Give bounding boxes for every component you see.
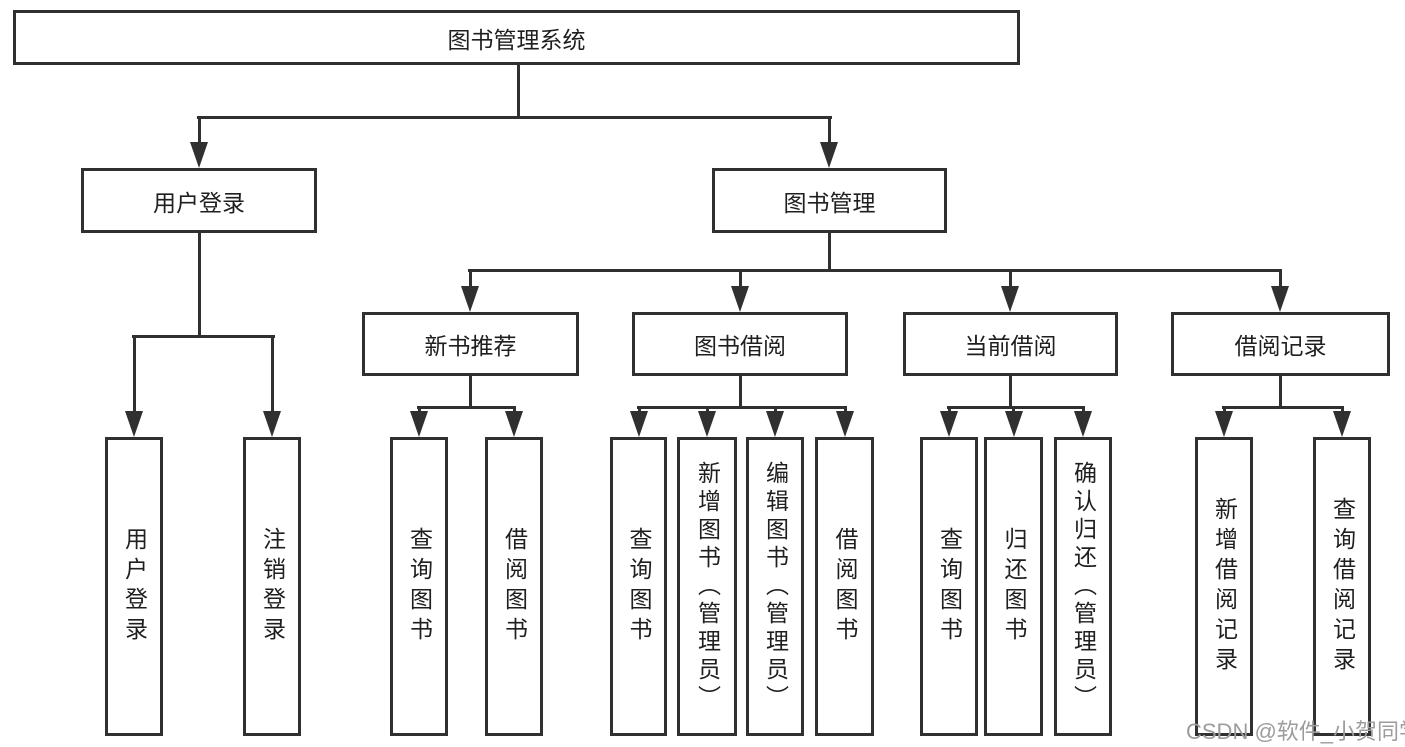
node-user-login-label: 用户登录 [153, 189, 245, 216]
leaf-confirm-return-admin-label: 确认归还（管理员） [1070, 460, 1097, 713]
arrow-head [410, 411, 428, 437]
connector-line [1082, 406, 1085, 415]
node-book-management-label: 图书管理 [783, 189, 876, 216]
connector-line [706, 406, 709, 415]
connector-line [1279, 269, 1282, 289]
arrow-head [1005, 411, 1023, 437]
arrow-head [263, 411, 281, 437]
connector-line [828, 233, 831, 272]
leaf-logout: 注销登录 [243, 437, 301, 736]
node-book-management: 图书管理 [712, 168, 947, 233]
node-book-borrow-label: 图书借阅 [694, 333, 786, 359]
leaf-logout-label: 注销登录 [259, 526, 286, 647]
connector-line [1222, 406, 1344, 409]
arrow-head [1271, 286, 1289, 312]
leaf-query-books-label: 查询图书 [936, 526, 963, 647]
connector-line [198, 116, 201, 146]
connector-line [739, 376, 742, 409]
node-user-login: 用户登录 [81, 168, 317, 233]
leaf-user-login-label: 用户登录 [121, 526, 148, 647]
node-current-borrow: 当前借阅 [903, 312, 1118, 376]
arrow-head [630, 411, 648, 437]
leaf-add-borrow-record: 新增借阅记录 [1195, 437, 1253, 736]
connector-line [198, 233, 201, 338]
node-root: 图书管理系统 [13, 10, 1020, 65]
leaf-query-borrow-record: 查询借阅记录 [1313, 437, 1371, 736]
connector-line [637, 406, 847, 409]
connector-line [417, 406, 516, 409]
leaf-borrow-books: 借阅图书 [485, 437, 543, 736]
arrow-head [820, 142, 838, 168]
node-borrow-record: 借阅记录 [1171, 312, 1390, 376]
connector-line [774, 406, 777, 415]
connector-line [844, 406, 847, 415]
arrow-head [1001, 286, 1019, 312]
leaf-add-books-admin: 新增图书（管理员） [677, 437, 737, 736]
leaf-add-books-admin-label: 新增图书（管理员） [694, 460, 721, 713]
connector-line [517, 65, 520, 119]
connector-line [469, 269, 472, 289]
connector-line [1279, 376, 1282, 409]
leaf-query-books: 查询图书 [390, 437, 448, 736]
arrow-head [461, 286, 479, 312]
connector-line [947, 406, 1085, 409]
leaf-query-borrow-record-label: 查询借阅记录 [1329, 496, 1356, 677]
arrow-head [731, 286, 749, 312]
node-new-book-recommend-label: 新书推荐 [424, 333, 517, 359]
connector-line [948, 406, 951, 415]
arrow-head [505, 411, 523, 437]
leaf-user-login: 用户登录 [105, 437, 163, 736]
leaf-return-books-label: 归还图书 [1001, 526, 1027, 647]
leaf-return-books: 归还图书 [984, 437, 1043, 736]
connector-line [468, 269, 1282, 272]
arrow-head [1215, 411, 1233, 437]
arrow-head [1333, 411, 1351, 437]
connector-line [828, 116, 831, 146]
arrow-head [1074, 411, 1092, 437]
watermark-text: CSDN @软件_小贺同学 [1186, 719, 1405, 744]
connector-line [132, 335, 275, 338]
connector-line [1012, 406, 1015, 415]
leaf-add-borrow-record-label: 新增借阅记录 [1211, 496, 1238, 677]
connector-line [469, 376, 472, 409]
leaf-query-books: 查询图书 [920, 437, 978, 736]
leaf-borrow-books-label: 借阅图书 [501, 526, 528, 647]
connector-line [271, 335, 274, 413]
leaf-query-books-label: 查询图书 [406, 526, 433, 647]
arrow-head [836, 411, 854, 437]
leaf-confirm-return-admin: 确认归还（管理员） [1054, 437, 1112, 736]
arrow-head [940, 411, 958, 437]
connector-line [1009, 376, 1012, 409]
leaf-query-books-label: 查询图书 [626, 526, 652, 647]
node-book-borrow: 图书借阅 [632, 312, 848, 376]
arrow-head [698, 411, 716, 437]
node-new-book-recommend: 新书推荐 [362, 312, 579, 376]
leaf-query-books: 查询图书 [610, 437, 667, 736]
node-root-label: 图书管理系统 [447, 26, 586, 53]
leaf-edit-books-admin-label: 编辑图书（管理员） [762, 460, 789, 713]
connector-line [418, 406, 421, 415]
arrow-head [766, 411, 784, 437]
connector-line [1223, 406, 1226, 415]
arrow-head [125, 411, 143, 437]
connector-line [197, 116, 832, 119]
node-borrow-record-label: 借阅记录 [1234, 333, 1327, 359]
connector-line [739, 269, 742, 289]
node-current-borrow-label: 当前借阅 [964, 333, 1057, 359]
arrow-head [190, 142, 208, 168]
connector-line [513, 406, 516, 415]
connector-line [638, 406, 641, 415]
leaf-borrow-books-label: 借阅图书 [832, 526, 858, 647]
connector-line [1341, 406, 1344, 415]
leaf-edit-books-admin: 编辑图书（管理员） [746, 437, 804, 736]
connector-line [133, 335, 136, 413]
leaf-borrow-books: 借阅图书 [815, 437, 874, 736]
connector-line [1009, 269, 1012, 289]
